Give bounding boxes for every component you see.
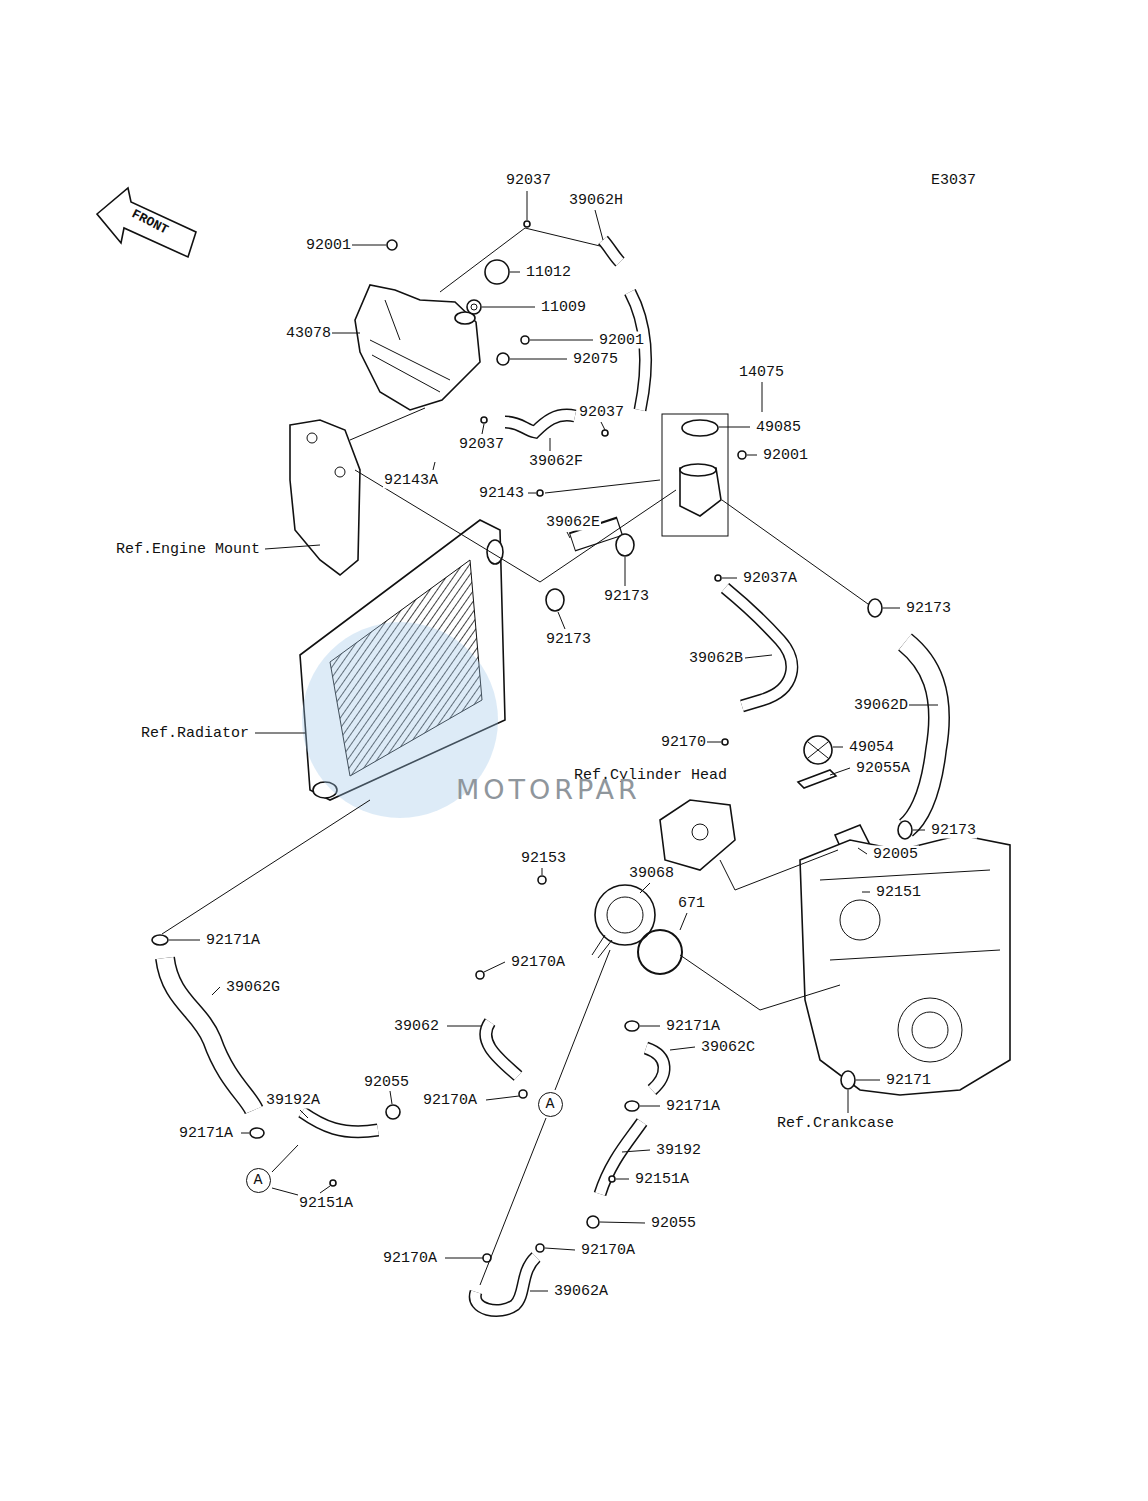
callout-number: 92171A [205,932,261,949]
engine-mount [290,420,360,575]
callout-number: 92151A [634,1171,690,1188]
callout-number: 92173 [545,631,592,648]
callout-number: 92037 [578,404,625,421]
thermostat [804,736,832,764]
callout-number: 92170A [422,1092,478,1109]
node-text: A [545,1096,554,1113]
callout-number: 39062A [553,1283,609,1300]
callout-number: 11009 [540,299,587,316]
tank-cap [485,260,509,284]
callout-number: 39062 [393,1018,440,1035]
callout-number: 92075 [572,351,619,368]
callout-number: 39062H [568,192,624,209]
callout-number: 92001 [305,237,352,254]
callout-number: 92001 [598,332,645,349]
callout-number: 92170A [382,1250,438,1267]
callout-number: 92037 [505,172,552,189]
callout-number: 39192 [655,1142,702,1159]
callout-number: 39062F [528,453,584,470]
callout-number: 92170A [510,954,566,971]
front-arrow [97,188,196,257]
callout-number: 49054 [848,739,895,756]
callout-number: 92055 [650,1215,697,1232]
callout-number: 92170A [580,1242,636,1259]
callout-number: 39062B [688,650,744,667]
callout-number: 92173 [603,588,650,605]
callout-number: 92171A [665,1098,721,1115]
circled-reference: A [538,1092,563,1117]
watermark: MOTORPAR [455,775,642,805]
reference-label: Ref.Engine Mount [115,541,261,558]
callout-number: 39062G [225,979,281,996]
callout-number: 14075 [738,364,785,381]
callout-number: 11012 [525,264,572,281]
callout-number: 39192A [265,1092,321,1109]
callout-number: 92001 [762,447,809,464]
callout-number: 39068 [628,865,675,882]
callout-number: 43078 [285,325,332,342]
circled-reference: A [246,1168,271,1193]
cylinder-head [660,800,735,870]
callout-number: 92173 [930,822,977,839]
callout-number: 92151A [298,1195,354,1212]
callout-number: 92171A [665,1018,721,1035]
callout-number: 92037 [458,436,505,453]
crankcase [800,835,1010,1095]
reservoir-tank [355,285,480,410]
callout-number: 92151 [875,884,922,901]
callout-number: 92037A [742,570,798,587]
radiator-cap [682,420,718,436]
callout-number: 92143 [478,485,525,502]
drawing-code: E3037 [930,172,977,189]
node-text: A [253,1172,262,1189]
callout-number: 92171 [885,1072,932,1089]
reference-label: Ref.Crankcase [776,1115,895,1132]
callout-number: 92005 [872,846,919,863]
callout-number: 671 [677,895,706,912]
callout-number: 39062E [545,514,601,531]
callout-number: 92171A [178,1125,234,1142]
callout-number: 92143A [383,472,439,489]
callout-number: 39062D [853,697,909,714]
callout-number: 39062C [700,1039,756,1056]
callout-number: 92173 [905,600,952,617]
callout-number: 92170 [660,734,707,751]
callout-number: 49085 [755,419,802,436]
callout-number: 92055A [855,760,911,777]
reference-label: Ref.Radiator [140,725,250,742]
callout-number: 92153 [520,850,567,867]
callout-number: 92055 [363,1074,410,1091]
